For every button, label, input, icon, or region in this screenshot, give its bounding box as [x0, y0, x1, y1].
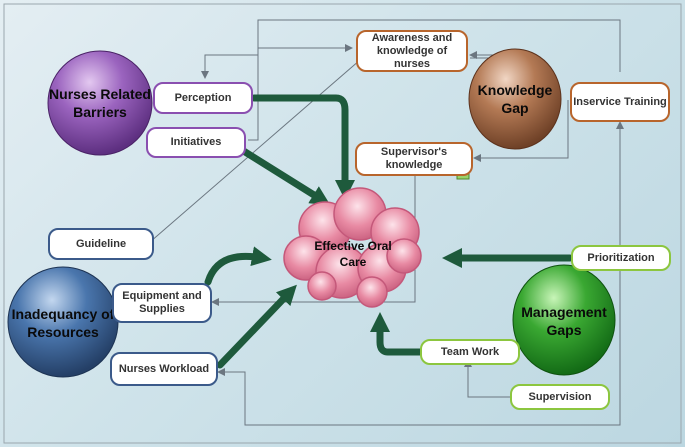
arrow-workload: [216, 284, 297, 369]
label-management-gaps: Management Gaps: [521, 304, 607, 338]
connector-right-bottom-loop: [217, 120, 621, 426]
connector-supervision-teamwork: [464, 359, 510, 398]
connector-initiatives-awareness: [248, 44, 353, 141]
sphere-management-gaps: [512, 264, 616, 376]
center-cloud: [283, 187, 422, 308]
connector-guideline-awareness: [149, 59, 361, 243]
box-perception: Perception: [153, 82, 253, 114]
box-supervisors-knowledge: Supervisor's knowledge: [355, 142, 473, 176]
box-team-work: Team Work: [420, 339, 520, 365]
arrow-initiatives: [238, 146, 331, 206]
connector-knowledge-supervisor: [473, 100, 569, 162]
arrow-perception: [250, 94, 355, 200]
sphere-nurses-related-barriers: [47, 50, 153, 156]
arrow-teamwork: [370, 312, 424, 356]
sphere-knowledge-gap: [468, 48, 562, 150]
thin-connectors: [149, 19, 624, 426]
label-knowledge-gap: Knowledge Gap: [477, 82, 553, 116]
thick-arrows: [204, 94, 574, 369]
center-label: Effective Oral Care: [314, 239, 392, 269]
box-awareness: Awareness and knowledge of nurses: [356, 30, 468, 72]
arrow-equipment: [204, 246, 272, 286]
label-nurses-related-barriers: Nurses Related Barriers: [49, 86, 151, 120]
box-prioritization: Prioritization: [571, 245, 671, 271]
frame-border: [3, 3, 682, 444]
box-guideline: Guideline: [48, 228, 154, 260]
box-inservice-training: Inservice Training: [570, 82, 670, 122]
box-nurses-workload: Nurses Workload: [110, 352, 218, 386]
label-inadequacy-of-resources: Inadequancy of Resources: [11, 306, 115, 340]
box-initiatives: Initiatives: [146, 127, 246, 158]
box-supervision: Supervision: [510, 384, 610, 410]
connector-top-loop: [201, 19, 621, 79]
box-equipment-supplies: Equipment and Supplies: [112, 283, 212, 323]
